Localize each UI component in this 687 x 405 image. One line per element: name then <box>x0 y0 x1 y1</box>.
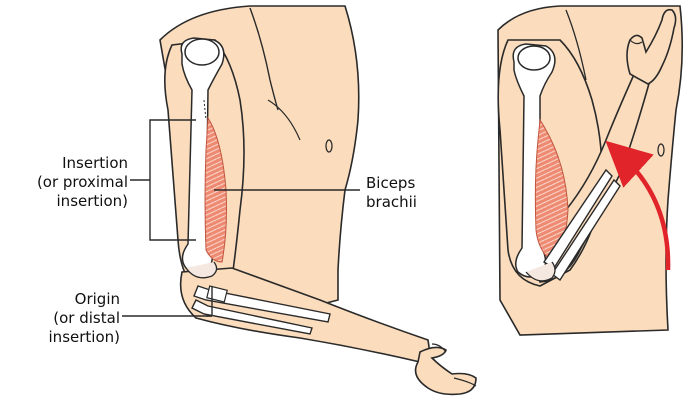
left-hand <box>416 347 476 394</box>
origin-label-line1: Origin <box>0 290 120 309</box>
right-figure <box>498 6 682 335</box>
origin-label: Origin (or distal insertion) <box>0 290 120 347</box>
biceps-label-line1: Biceps <box>366 174 417 193</box>
biceps-label: Biceps brachii <box>366 174 417 212</box>
insertion-label: Insertion (or proximal insertion) <box>8 154 128 211</box>
origin-label-line3: insertion) <box>0 328 120 347</box>
insertion-label-line1: Insertion <box>8 154 128 173</box>
insertion-label-line3: insertion) <box>8 192 128 211</box>
left-figure <box>160 6 476 394</box>
insertion-label-line2: (or proximal <box>8 173 128 192</box>
biceps-label-line2: brachii <box>366 193 417 212</box>
origin-label-line2: (or distal <box>0 309 120 328</box>
